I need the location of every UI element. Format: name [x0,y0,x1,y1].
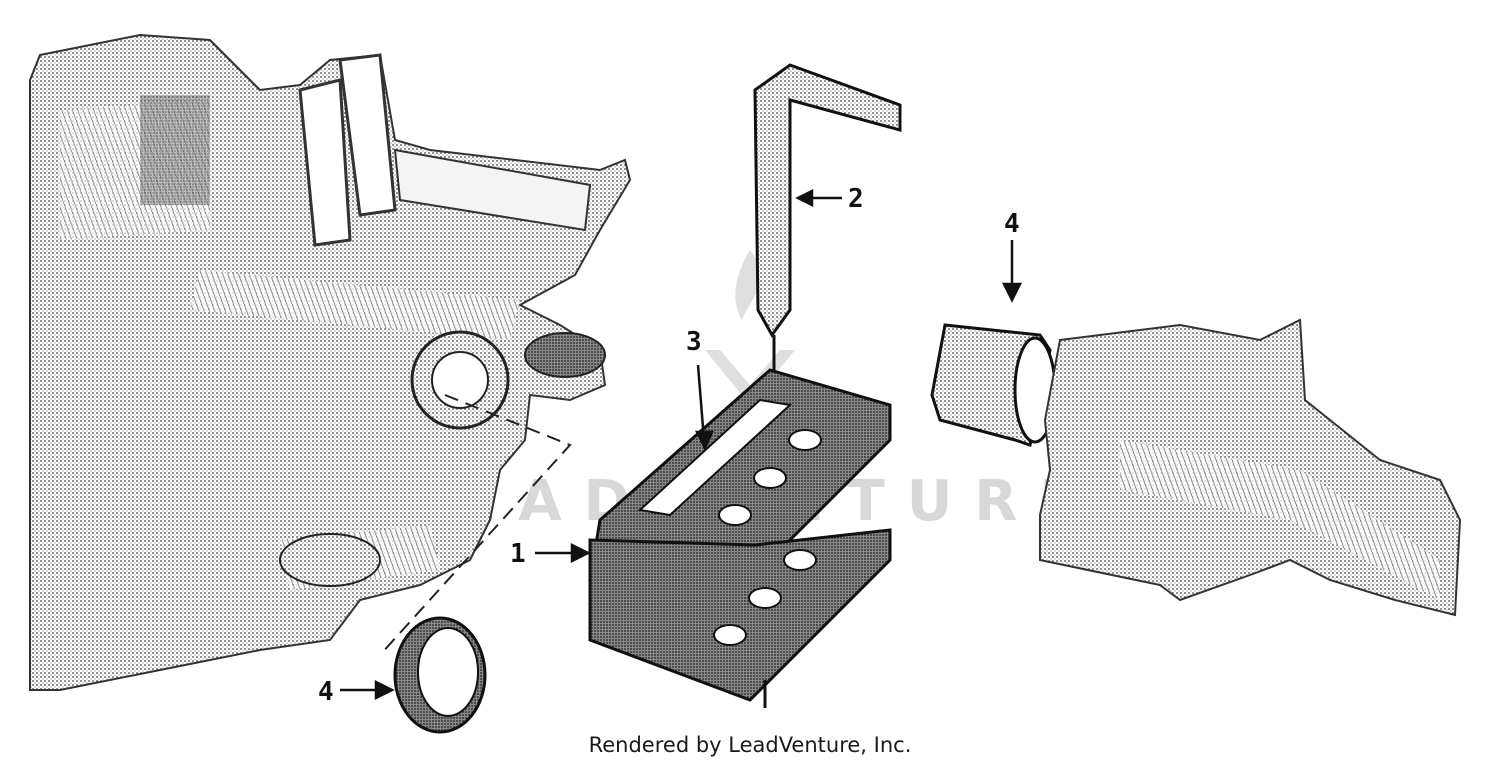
leader-arrows [340,188,1023,701]
callout-part-4-upper: 4 [1004,209,1020,239]
arm-assembly [1039,318,1462,617]
alignment-line [379,394,572,656]
hinge-bracket-part [588,368,892,708]
upper-bushing-part [930,323,1057,447]
lower-bushing-part [393,616,487,734]
engine-housing-assembly [29,33,632,691]
callout-part-1: 1 [510,539,526,569]
footer-credit: Rendered by LeadVenture, Inc. [588,733,912,757]
callout-part-4-lower: 4 [318,677,334,707]
l-pin-part [753,63,902,370]
callout-part-3: 3 [686,327,702,357]
callout-part-2: 2 [848,184,864,214]
